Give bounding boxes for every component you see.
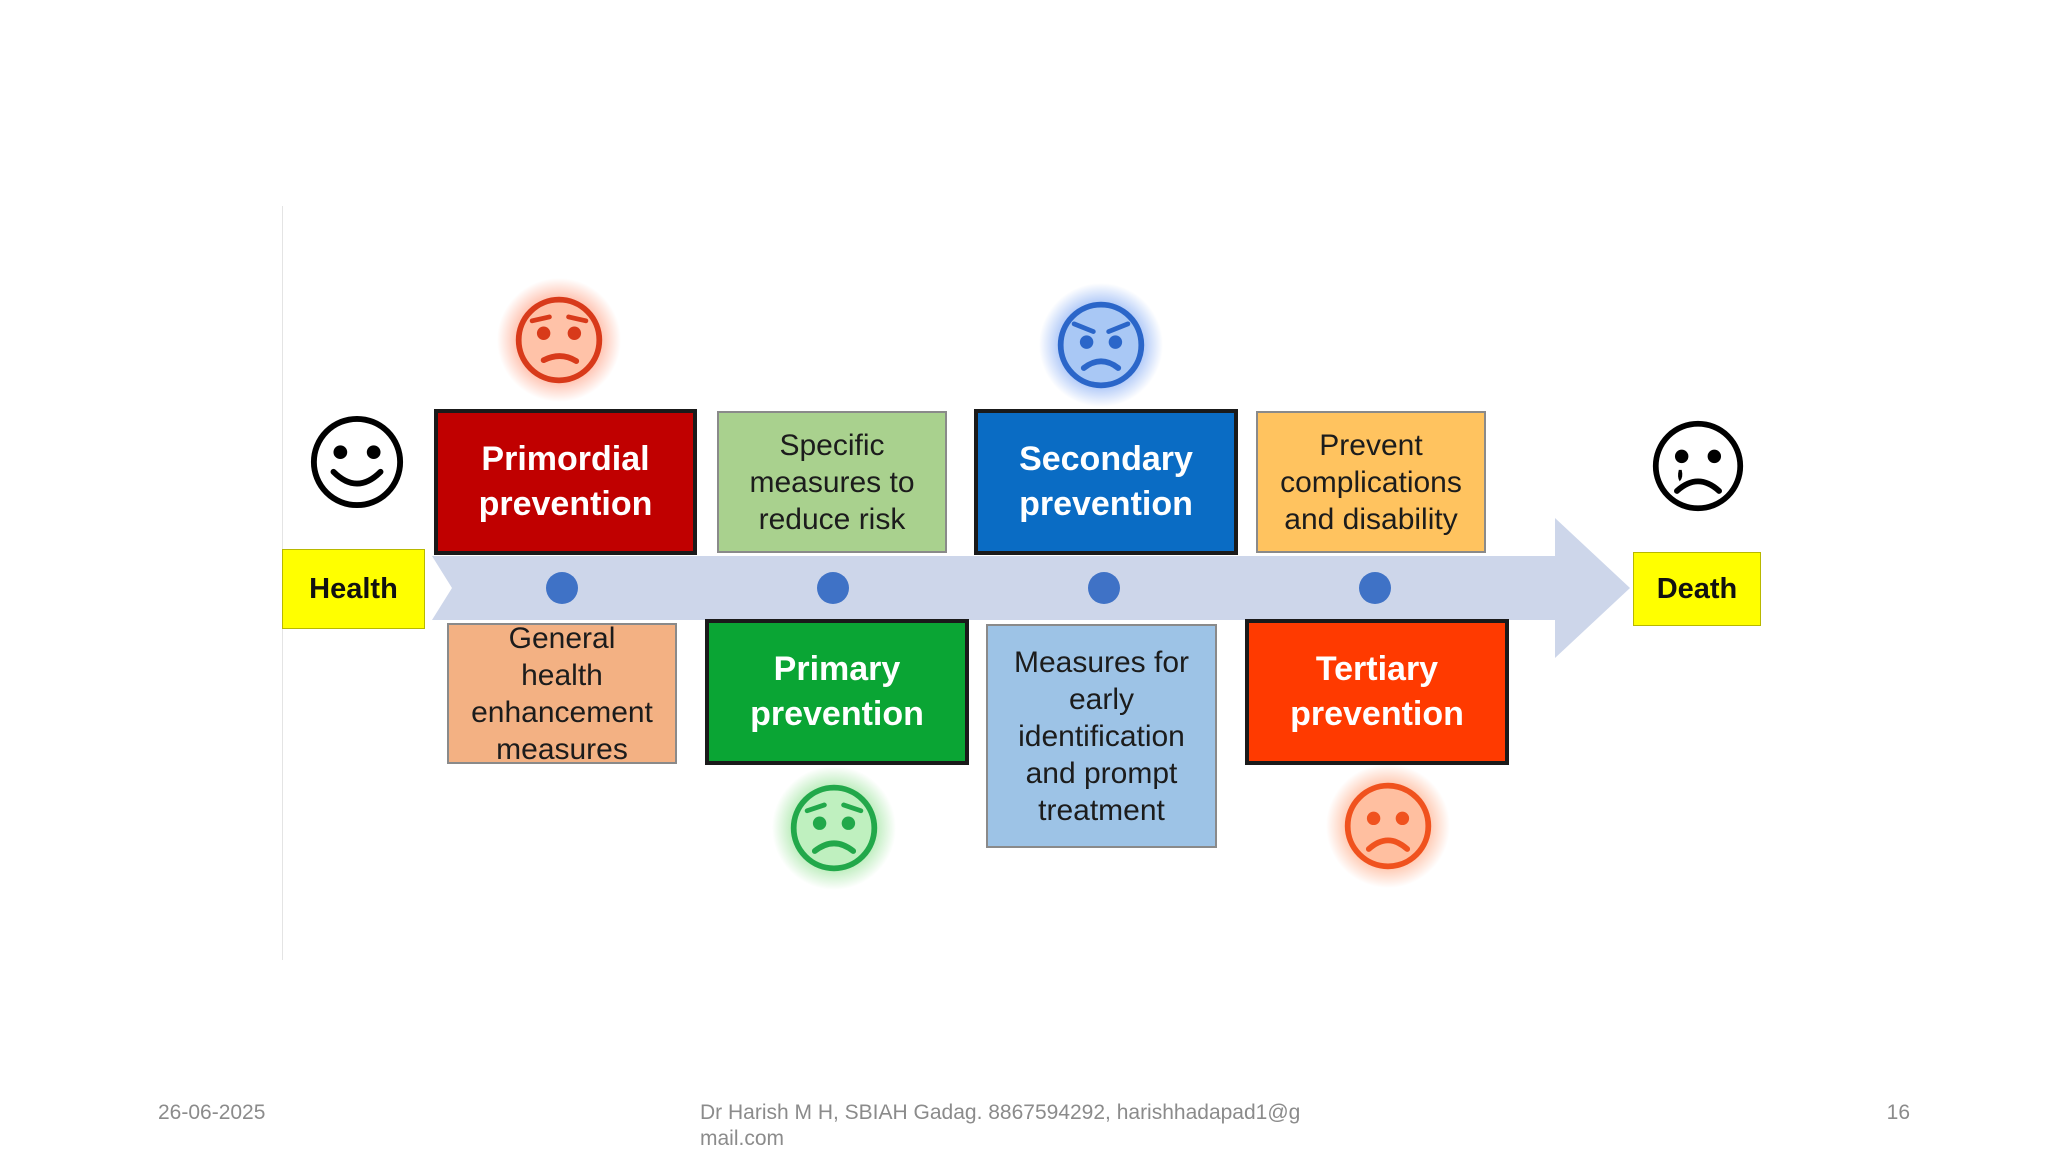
prevent-complications-box: Prevent complications and disability	[1256, 411, 1486, 553]
sad-face-icon	[1344, 782, 1432, 870]
secondary-prevention-box: Secondary prevention	[974, 409, 1238, 555]
anxious-face-icon	[790, 784, 878, 872]
primordial-prevention-box: Primordial prevention	[434, 409, 697, 555]
timeline-dot	[1088, 572, 1120, 604]
timeline-dot	[1359, 572, 1391, 604]
arrow-shape	[432, 518, 1630, 658]
specific-measures-box: Specific measures to reduce risk	[717, 411, 947, 553]
crying-face-icon	[1652, 420, 1744, 512]
early-identification-box: Measures for early identification and pr…	[986, 624, 1217, 848]
timeline-dot	[817, 572, 849, 604]
footer-author: Dr Harish M H, SBIAH Gadag. 8867594292, …	[700, 1101, 1301, 1150]
footer-page-number: 16	[1886, 1101, 1910, 1124]
footer-date: 26-06-2025	[158, 1101, 266, 1124]
health-label: Health	[282, 549, 425, 629]
smiling-face-icon	[310, 415, 404, 509]
primary-prevention-box: Primary prevention	[705, 619, 969, 765]
death-label: Death	[1633, 552, 1761, 626]
prevention-levels-diagram: Health Death Primordial prevention Prima…	[282, 206, 1762, 960]
worried-face-icon	[515, 296, 603, 384]
tertiary-prevention-box: Tertiary prevention	[1245, 619, 1509, 765]
general-health-measures-box: General health enhancement measures	[447, 622, 677, 766]
timeline-dot	[546, 572, 578, 604]
frowning-face-icon	[1057, 301, 1145, 389]
